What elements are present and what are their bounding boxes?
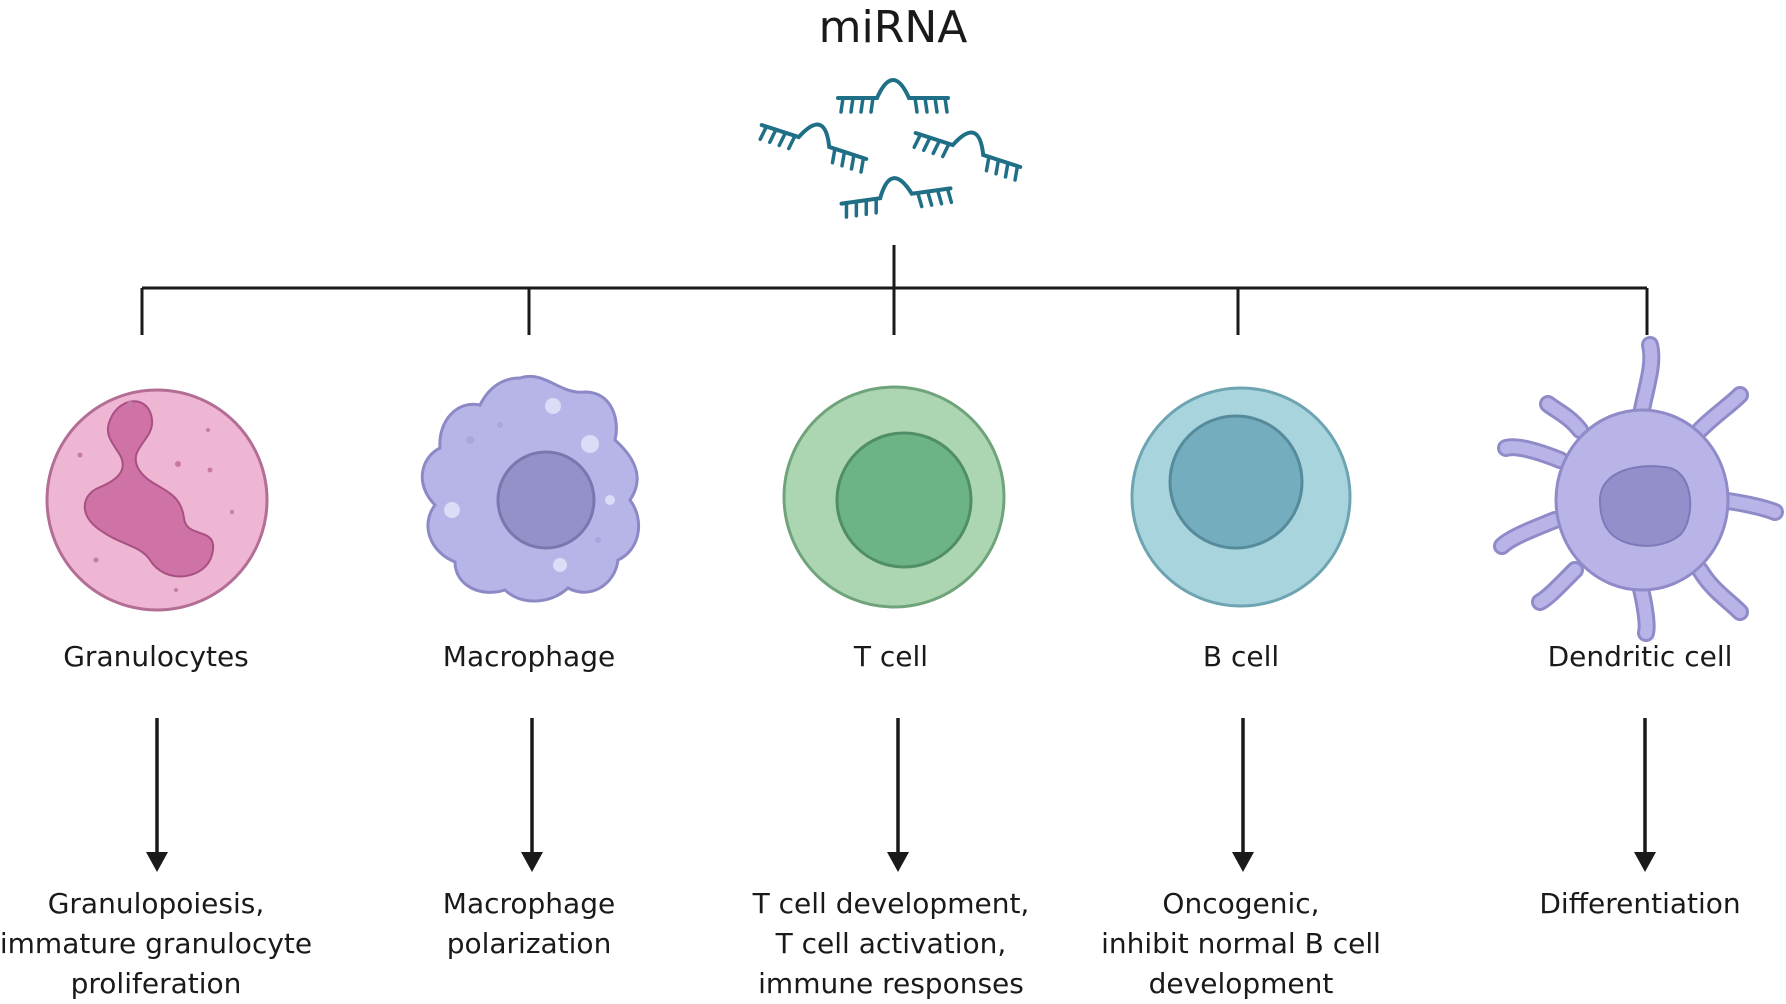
t-cell-icon [782, 385, 1006, 609]
mirna-strands-icon [755, 78, 1028, 220]
outcome-line: immature granulocyte [0, 927, 313, 960]
label-granulocytes: Granulocytes [63, 640, 249, 673]
label-macrophage: Macrophage [442, 640, 616, 673]
arrow-heads [146, 852, 1656, 872]
dendritic-cell-icon [1493, 336, 1784, 642]
outcome-line: development [1148, 967, 1334, 1000]
label-b-cell: B cell [1202, 640, 1280, 673]
diagram-title: miRNA [818, 2, 968, 53]
connector-tree [140, 245, 1649, 335]
b-cell-icon [1130, 386, 1352, 608]
outcome-line: Macrophage [442, 887, 616, 920]
outcome-line: Oncogenic, [1162, 887, 1320, 920]
granulocyte-cell-icon [45, 388, 269, 612]
label-dendritic-cell: Dendritic cell [1547, 640, 1733, 673]
outcome-line: T cell development, [752, 887, 1030, 920]
outcome-b-cell: Oncogenic, inhibit normal B cell develop… [1071, 884, 1411, 1004]
outcome-dendritic-cell: Differentiation [1470, 884, 1786, 924]
outcome-line: immune responses [758, 967, 1024, 1000]
outcome-macrophage: Macrophage polarization [359, 884, 699, 964]
outcome-line: Differentiation [1539, 887, 1741, 920]
outcome-line: polarization [446, 927, 612, 960]
outcome-line: inhibit normal B cell [1101, 927, 1381, 960]
outcome-granulocytes: Granulopoiesis, immature granulocyte pro… [0, 884, 326, 1004]
macrophage-cell-icon [420, 374, 640, 603]
outcome-line: proliferation [70, 967, 242, 1000]
outcome-arrows [155, 718, 1647, 858]
label-t-cell: T cell [853, 640, 929, 673]
outcome-line: T cell activation, [775, 927, 1007, 960]
outcome-t-cell: T cell development, T cell activation, i… [721, 884, 1061, 1004]
outcome-line: Granulopoiesis, [47, 887, 265, 920]
